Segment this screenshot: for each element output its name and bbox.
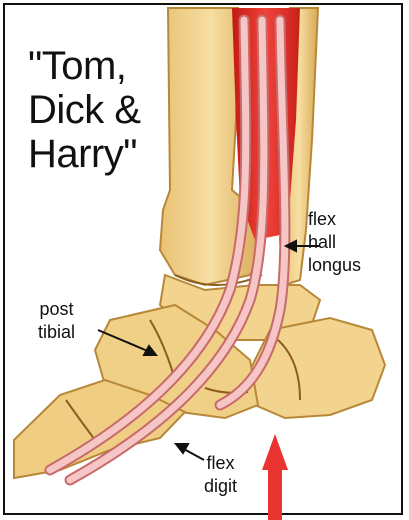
title-text: "Tom, Dick & Harry" [28, 44, 141, 176]
label-flexor-digitorum: flex digit [204, 452, 237, 498]
label-flexor-hallucis-longus: flex hall longus [308, 208, 361, 277]
label-posterior-tibial: post tibial [38, 298, 75, 344]
force-arrow [262, 434, 288, 520]
